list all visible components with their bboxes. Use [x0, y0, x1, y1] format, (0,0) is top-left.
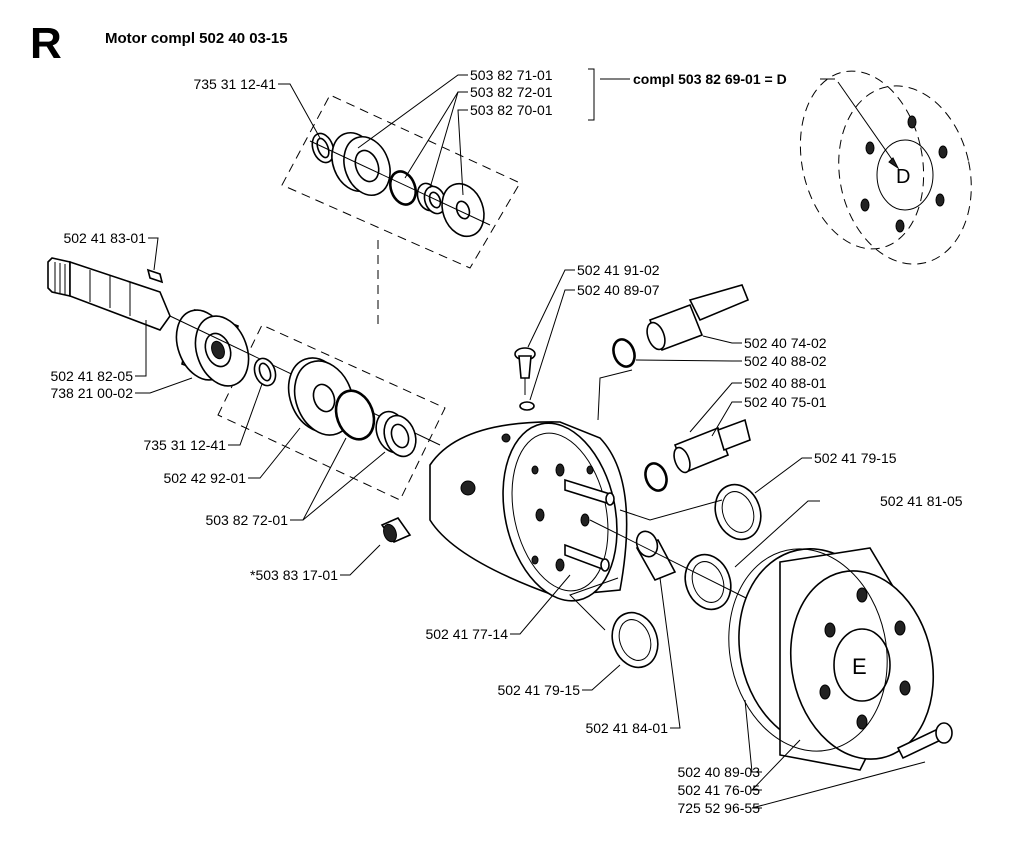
- marker-e: E: [852, 654, 867, 679]
- seal-kit-top-box: [281, 94, 521, 269]
- seal-ring-lower: [644, 462, 668, 492]
- part-label-8: 502 40 74-02: [744, 335, 827, 351]
- part-label-23: 502 40 89-03: [677, 764, 760, 780]
- seal-ring-top: [612, 338, 636, 368]
- o-ring-top: [389, 170, 417, 206]
- gear-lower: [611, 611, 659, 669]
- bushing-top: [416, 182, 447, 215]
- gasket-e: [728, 548, 888, 752]
- bearing: [175, 308, 250, 387]
- axis-line-top: [309, 140, 491, 226]
- seal-housing-top: [331, 132, 391, 196]
- part-label-22: 502 41 84-01: [585, 720, 668, 736]
- o-ring-lower: [334, 389, 376, 441]
- part-label-25: 725 52 96-55: [677, 800, 760, 816]
- motor-housing: [429, 421, 628, 602]
- nipple-fitting-top: [646, 284, 750, 352]
- diagram-title: Motor compl 502 40 03-15: [105, 30, 288, 47]
- part-label-19: *503 83 17-01: [250, 567, 338, 583]
- part-label-20: 502 41 77-14: [425, 626, 508, 642]
- part-label-6: 502 41 91-02: [577, 262, 660, 278]
- group-label: compl 503 82 69-01 = D: [633, 71, 787, 87]
- cover-e: [738, 547, 935, 771]
- gear-upper: [714, 483, 762, 541]
- axis-line-gears: [589, 519, 751, 601]
- needle-valve: [514, 347, 536, 411]
- part-label-12: 502 41 79-15: [814, 450, 897, 466]
- marker-d: D: [896, 166, 910, 188]
- part-label-13: 502 41 81-05: [880, 493, 963, 509]
- part-label-1: 735 31 12-41: [193, 76, 276, 92]
- nipple-fitting-lower: [673, 418, 751, 474]
- section-letter: R: [30, 19, 62, 68]
- circlip-lower: [253, 357, 277, 387]
- part-label-24: 502 41 76-05: [677, 782, 760, 798]
- part-label-21: 502 41 79-15: [497, 682, 580, 698]
- part-label-15: 738 21 00-02: [50, 385, 133, 401]
- part-label-17: 502 42 92-01: [163, 470, 246, 486]
- gear-middle: [684, 553, 732, 611]
- part-label-18: 503 82 72-01: [205, 512, 288, 528]
- part-label-11: 502 40 75-01: [744, 394, 827, 410]
- part-label-3: 503 82 72-01: [470, 84, 553, 100]
- sleeve: [635, 530, 677, 582]
- part-label-16: 735 31 12-41: [143, 437, 226, 453]
- part-label-10: 502 40 88-01: [744, 375, 827, 391]
- part-label-5: 502 41 83-01: [63, 230, 146, 246]
- part-label-7: 502 40 89-07: [577, 282, 660, 298]
- washer-top: [441, 182, 485, 238]
- cap-screw: [896, 722, 953, 760]
- part-label-9: 502 40 88-02: [744, 353, 827, 369]
- key: [146, 268, 164, 284]
- part-label-2: 503 82 71-01: [470, 67, 553, 83]
- part-label-4: 503 82 70-01: [470, 102, 553, 118]
- circlip-top: [311, 132, 335, 164]
- cover-d: [799, 70, 972, 265]
- part-label-14: 502 41 82-05: [50, 368, 133, 384]
- shaft: [47, 257, 171, 331]
- leader-lines: [135, 68, 926, 809]
- plug-screw: [380, 517, 412, 543]
- bushing-lower: [375, 410, 417, 458]
